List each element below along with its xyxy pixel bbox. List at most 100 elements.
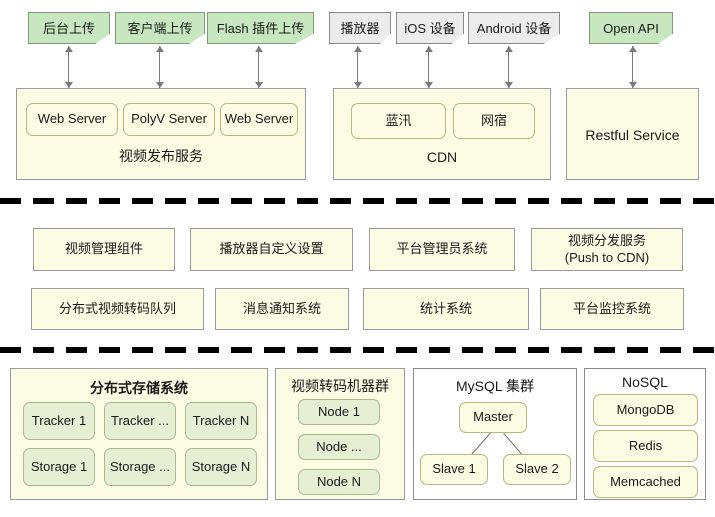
connector-line — [428, 46, 429, 88]
box-mysql-slave-1[interactable]: Slave 1 — [420, 454, 488, 485]
box-label: Storage ... — [110, 458, 170, 474]
arrowhead-up — [65, 46, 73, 52]
zone-title-restful-service: Restful Service — [585, 127, 680, 143]
box-tracker-mid[interactable]: Tracker ... — [104, 402, 176, 440]
note-label: Open API — [603, 20, 659, 36]
box-label: Redis — [628, 437, 663, 453]
note-label: Android 设备 — [476, 20, 552, 36]
box-label: 平台管理员系统 — [396, 241, 488, 257]
note-fold-line — [548, 42, 559, 44]
note-label: 后台上传 — [42, 20, 95, 36]
box-platform-monitoring-system[interactable]: 平台监控系统 — [540, 288, 684, 330]
box-platform-admin-system[interactable]: 平台管理员系统 — [369, 228, 515, 271]
zone-cdn: 蓝汛 网宿 CDN — [333, 88, 551, 180]
box-storage-1[interactable]: Storage 1 — [23, 448, 95, 486]
arrowhead-down — [505, 82, 513, 88]
arrowhead-down — [255, 82, 263, 88]
box-tracker-n[interactable]: Tracker N — [185, 402, 257, 440]
box-mysql-master[interactable]: Master — [459, 402, 527, 433]
connector-line — [258, 46, 259, 88]
note-open-api[interactable]: Open API — [589, 12, 673, 44]
note-fold-corner — [550, 34, 559, 43]
box-video-management-component[interactable]: 视频管理组件 — [33, 228, 175, 271]
zone-distributed-storage: 分布式存储系统 Tracker 1 Tracker ... Tracker N … — [10, 368, 268, 500]
box-web-server-1[interactable]: Web Server — [26, 103, 118, 136]
box-label: Web Server — [37, 111, 107, 127]
box-mysql-slave-2[interactable]: Slave 2 — [503, 454, 571, 485]
note-label: iOS 设备 — [404, 20, 456, 36]
note-fold-corner — [454, 34, 463, 43]
box-redis[interactable]: Redis — [593, 430, 698, 462]
zone-title-video-publish: 视频发布服务 — [119, 148, 203, 164]
box-lanxun[interactable]: 蓝汛 — [351, 103, 446, 139]
box-label: Memcached — [610, 473, 681, 489]
box-label: Node N — [316, 473, 362, 489]
note-player[interactable]: 播放器 — [329, 12, 391, 44]
note-ios-device[interactable]: iOS 设备 — [396, 12, 464, 44]
box-storage-n[interactable]: Storage N — [185, 448, 257, 486]
box-player-custom-settings[interactable]: 播放器自定义设置 — [190, 228, 353, 271]
box-node-mid[interactable]: Node ... — [298, 434, 380, 460]
note-fold-line — [193, 42, 204, 44]
box-distributed-transcode-queue[interactable]: 分布式视频转码队列 — [31, 288, 204, 330]
box-message-notification-system[interactable]: 消息通知系统 — [215, 288, 349, 330]
arrowhead-down — [425, 82, 433, 88]
arrowhead-down — [354, 82, 362, 88]
arrowhead-down — [629, 82, 637, 88]
note-fold-line — [379, 42, 390, 44]
box-label: Web Server — [224, 111, 294, 127]
box-label: 消息通知系统 — [242, 300, 321, 316]
note-label: 客户端上传 — [127, 20, 193, 36]
arrowhead-up — [505, 46, 513, 52]
box-label: Node 1 — [318, 403, 360, 419]
arrowhead-up — [255, 46, 263, 52]
box-video-distribution-service[interactable]: 视频分发服务 (Push to CDN) — [531, 228, 683, 271]
separator-bottom — [0, 347, 715, 353]
arrowhead-down — [156, 82, 164, 88]
zone-video-publish-service: Web Server PolyV Server Web Server 视频发布服… — [16, 88, 306, 180]
separator-top — [0, 198, 715, 204]
box-statistics-system[interactable]: 统计系统 — [363, 288, 529, 330]
note-android-device[interactable]: Android 设备 — [468, 12, 560, 44]
box-mongodb[interactable]: MongoDB — [593, 394, 698, 426]
box-tracker-1[interactable]: Tracker 1 — [23, 402, 95, 440]
zone-mysql-cluster: MySQL 集群 Master Slave 1 Slave 2 — [413, 368, 577, 500]
box-label: Storage 1 — [30, 458, 88, 474]
note-label: Flash 插件上传 — [216, 20, 305, 36]
note-fold-line — [661, 42, 672, 44]
zone-title-distributed-storage: 分布式存储系统 — [90, 380, 188, 396]
box-memcached[interactable]: Memcached — [593, 466, 698, 498]
zone-restful-service: Restful Service — [566, 88, 699, 180]
box-label: Slave 1 — [432, 461, 476, 477]
note-backend-upload[interactable]: 后台上传 — [28, 12, 110, 44]
note-fold-corner — [663, 34, 672, 43]
arrowhead-up — [425, 46, 433, 52]
box-label: 视频管理组件 — [64, 241, 143, 257]
note-fold-corner — [304, 34, 313, 43]
box-web-server-2[interactable]: Web Server — [220, 103, 298, 136]
box-storage-mid[interactable]: Storage ... — [104, 448, 176, 486]
box-label: Node ... — [316, 438, 362, 454]
note-fold-line — [98, 42, 109, 44]
note-fold-corner — [195, 34, 204, 43]
arrowhead-down — [65, 82, 73, 88]
arrowhead-up — [629, 46, 637, 52]
connector-line — [508, 46, 509, 88]
box-polyv-server[interactable]: PolyV Server — [123, 103, 215, 136]
connector-line — [68, 46, 69, 88]
box-node-1[interactable]: Node 1 — [298, 399, 380, 425]
box-node-n[interactable]: Node N — [298, 469, 380, 495]
note-client-upload[interactable]: 客户端上传 — [115, 12, 205, 44]
box-wangsu[interactable]: 网宿 — [453, 103, 535, 139]
box-label: 平台监控系统 — [572, 300, 651, 316]
note-fold-line — [302, 42, 313, 44]
zone-title-transcoder-cluster: 视频转码机器群 — [291, 378, 389, 394]
arrowhead-up — [354, 46, 362, 52]
note-flash-plugin-upload[interactable]: Flash 插件上传 — [207, 12, 314, 44]
box-label: Tracker 1 — [31, 412, 87, 428]
box-label: PolyV Server — [131, 111, 207, 127]
box-label: MongoDB — [616, 401, 675, 417]
box-label: 分布式视频转码队列 — [58, 300, 176, 316]
zone-title-cdn: CDN — [426, 149, 458, 165]
box-label: 统计系统 — [419, 300, 472, 316]
